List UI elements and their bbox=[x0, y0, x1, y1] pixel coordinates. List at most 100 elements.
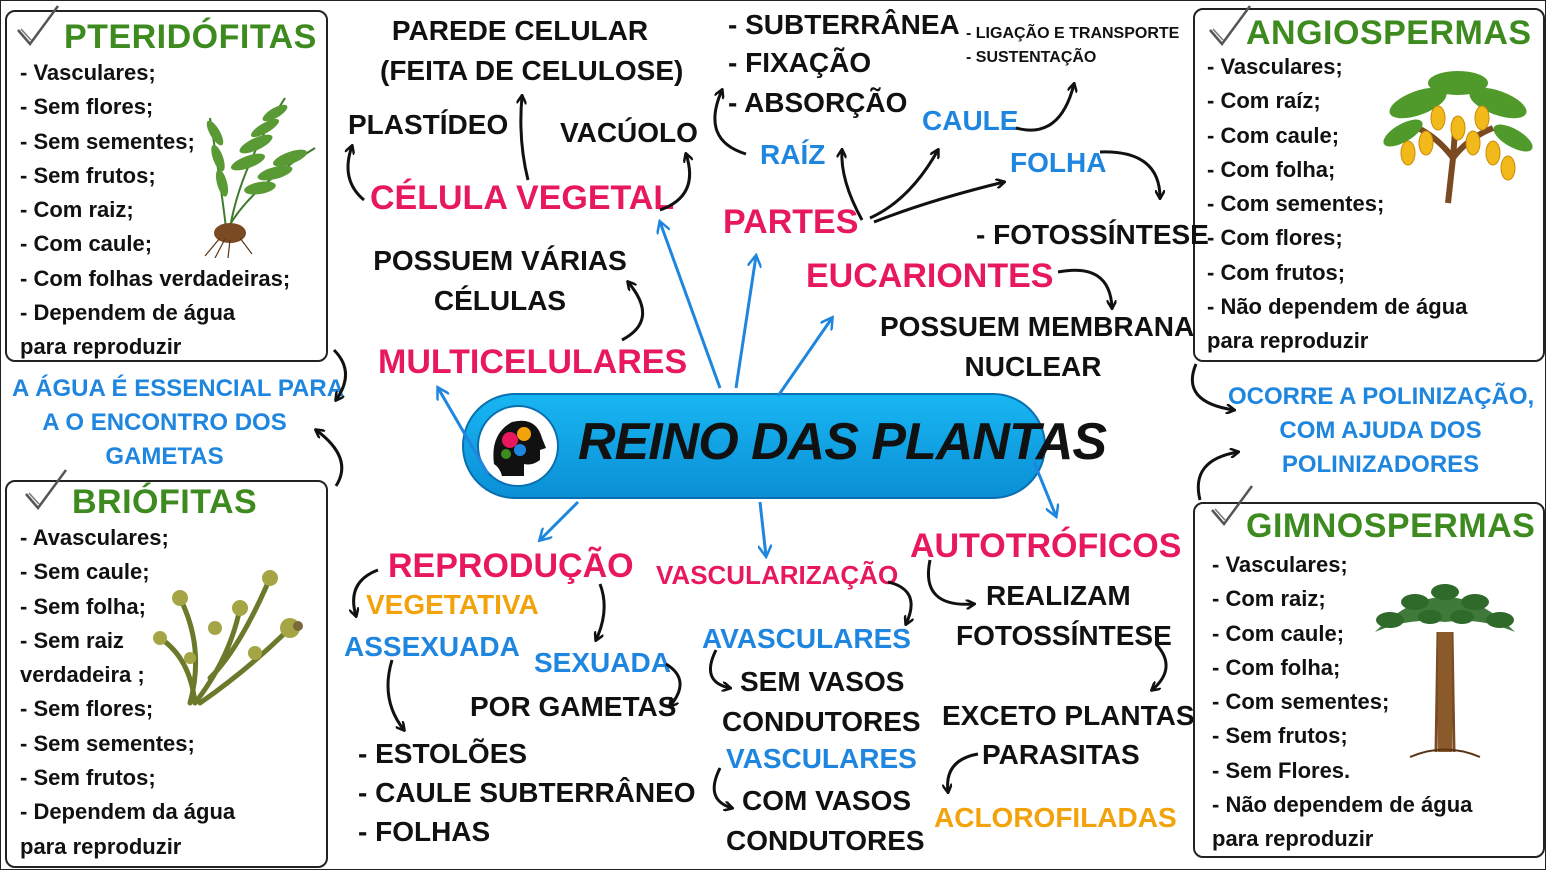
fern-image bbox=[204, 97, 316, 258]
checkmark-icon bbox=[25, 469, 68, 511]
agua-note-line3: GAMETAS bbox=[105, 443, 224, 470]
main-title: REINO DAS PLANTAS bbox=[578, 413, 1107, 471]
gimnospermas-box bbox=[1193, 502, 1545, 858]
list-item: - Com sementes; bbox=[1212, 689, 1390, 715]
list-item: - Não dependem de água bbox=[1212, 792, 1473, 818]
vasculares-desc-line1: COM VASOS bbox=[742, 785, 912, 816]
list-item: - Com folha; bbox=[1207, 156, 1336, 182]
folha-funcao: - FOTOSSÍNTESE bbox=[976, 219, 1209, 250]
list-item: para reproduzir bbox=[1207, 328, 1369, 354]
multicelulares-desc-line2: CÉLULAS bbox=[433, 285, 567, 316]
title-pill bbox=[462, 393, 1046, 499]
checkmark-icon bbox=[17, 5, 60, 47]
eucariontes-label: EUCARIONTES bbox=[806, 257, 1054, 295]
list-item: - Sem sementes; bbox=[20, 128, 195, 154]
pteridofitas-title: PTERIDÓFITAS bbox=[64, 18, 317, 56]
vegetativa-label: VEGETATIVA bbox=[366, 589, 539, 620]
checkmark-icon bbox=[1211, 485, 1254, 527]
vacuolo-label: VACÚOLO bbox=[560, 117, 698, 148]
briofitas-title: BRIÓFITAS bbox=[72, 483, 258, 521]
list-item: - Sem flores; bbox=[20, 94, 154, 120]
caule-funcao-1: - LIGAÇÃO E TRANSPORTE bbox=[966, 25, 1180, 42]
multicelulares-desc-line1: POSSUEM VÁRIAS bbox=[373, 245, 627, 276]
briofitas-list: - Avasculares; - Sem caule; - Sem folha;… bbox=[20, 521, 235, 864]
vascularizacao-label: VASCULARIZAÇÃO bbox=[656, 560, 899, 590]
list-item: - Não dependem de água bbox=[1207, 294, 1468, 320]
parede-celular-line2: (FEITA DE CELULOSE) bbox=[380, 55, 684, 86]
raiz-label: RAÍZ bbox=[760, 139, 826, 170]
autotroficos-desc-line2: FOTOSSÍNTESE bbox=[956, 620, 1172, 651]
vasculares-desc-line2: CONDUTORES bbox=[726, 825, 925, 856]
moss-image bbox=[153, 570, 303, 706]
list-item: - Com sementes; bbox=[1207, 191, 1385, 217]
list-item: - Com flores; bbox=[1207, 225, 1343, 251]
avasculares-desc-line2: CONDUTORES bbox=[722, 706, 921, 737]
angiospermas-box bbox=[1193, 8, 1545, 362]
folha-label: FOLHA bbox=[1010, 147, 1107, 178]
list-item: - Sem frutos; bbox=[20, 765, 156, 791]
agua-note-line2: A O ENCONTRO DOS bbox=[42, 409, 287, 436]
list-item: - Vasculares; bbox=[1212, 552, 1348, 577]
list-item: - Com folhas verdadeiras; bbox=[20, 265, 291, 291]
polinizacao-note-line1: OCORRE A POLINIZAÇÃO, bbox=[1228, 383, 1535, 410]
brain-gears-icon bbox=[477, 405, 559, 487]
assexuada-label: ASSEXUADA bbox=[344, 631, 520, 662]
list-item: - Dependem de água bbox=[20, 300, 236, 326]
list-item: - Com raíz; bbox=[1207, 88, 1321, 114]
list-item: verdadeira ; bbox=[20, 662, 145, 688]
autotroficos-label: AUTOTRÓFICOS bbox=[910, 527, 1182, 565]
list-item: - Sem folha; bbox=[20, 593, 146, 619]
multicelulares-label: MULTICELULARES bbox=[378, 343, 688, 381]
list-item: - Sem flores; bbox=[20, 696, 154, 722]
mango-tree-image bbox=[1383, 71, 1533, 204]
angiospermas-list: - Vasculares; - Com raíz; - Com caule; -… bbox=[1207, 50, 1467, 359]
gimnospermas-title: GIMNOSPERMAS bbox=[1246, 507, 1536, 545]
list-item: - Sem sementes; bbox=[20, 730, 195, 756]
list-item: - Dependem da água bbox=[20, 799, 236, 825]
checkmark-icon bbox=[1209, 5, 1252, 47]
list-item: - Com caule; bbox=[1212, 620, 1345, 646]
eucariontes-desc-line1: POSSUEM MEMBRANA bbox=[880, 311, 1195, 342]
sexuada-desc: POR GAMETAS bbox=[470, 691, 677, 722]
araucaria-tree-image bbox=[1375, 584, 1515, 758]
list-item: - Sem Flores. bbox=[1212, 757, 1351, 783]
plastideo-label: PLASTÍDEO bbox=[348, 109, 509, 140]
excecao-line1: EXCETO PLANTAS bbox=[942, 700, 1195, 731]
gimnospermas-list: - Vasculares; - Com raiz; - Com caule; -… bbox=[1212, 548, 1472, 857]
agua-note-line1: A ÁGUA É ESSENCIAL PARA bbox=[12, 375, 345, 402]
caule-label: CAULE bbox=[922, 105, 1019, 136]
excecao-line2: PARASITAS bbox=[982, 739, 1140, 770]
eucariontes-desc-line2: NUCLEAR bbox=[964, 351, 1102, 382]
reproducao-label: REPRODUÇÃO bbox=[388, 547, 634, 585]
list-item: - Com caule; bbox=[20, 231, 153, 257]
avasculares-desc-line1: SEM VASOS bbox=[740, 666, 905, 697]
list-item: - Avasculares; bbox=[20, 525, 169, 550]
list-item: para reproduzir bbox=[20, 833, 182, 859]
assexuada-exemplo-2: - CAULE SUBTERRÂNEO bbox=[358, 777, 696, 808]
list-item: - Com raiz; bbox=[1212, 586, 1326, 612]
list-item: - Com frutos; bbox=[1207, 259, 1346, 285]
autotroficos-desc-line1: REALIZAM bbox=[986, 580, 1131, 611]
raiz-funcao-2: - FIXAÇÃO bbox=[728, 47, 872, 78]
aclorofiladas-label: ACLOROFILADAS bbox=[934, 802, 1177, 833]
list-item: - Sem caule; bbox=[20, 559, 150, 585]
list-item: - Com caule; bbox=[1207, 122, 1340, 148]
celula-vegetal-label: CÉLULA VEGETAL bbox=[370, 179, 675, 217]
assexuada-exemplo-1: - ESTOLÕES bbox=[358, 738, 528, 769]
avasculares-label: AVASCULARES bbox=[702, 623, 911, 654]
list-item: - Sem frutos; bbox=[20, 162, 156, 188]
partes-label: PARTES bbox=[723, 203, 859, 241]
caule-funcao-2: - SUSTENTAÇÃO bbox=[966, 49, 1097, 66]
pteridofitas-list: - Vasculares; - Sem flores; - Sem sement… bbox=[20, 56, 290, 365]
list-item: - Sem frutos; bbox=[1212, 723, 1348, 749]
raiz-funcao-1: - SUBTERRÂNEA bbox=[728, 9, 960, 40]
polinizacao-note-line2: COM AJUDA DOS bbox=[1279, 417, 1482, 444]
list-item: - Sem raiz bbox=[20, 627, 124, 653]
list-item: para reproduzir bbox=[20, 334, 182, 360]
list-item: - Com folha; bbox=[1212, 654, 1341, 680]
list-item: - Com raiz; bbox=[20, 197, 134, 223]
list-item: - Vasculares; bbox=[20, 60, 156, 85]
raiz-funcao-3: - ABSORÇÃO bbox=[728, 87, 908, 118]
